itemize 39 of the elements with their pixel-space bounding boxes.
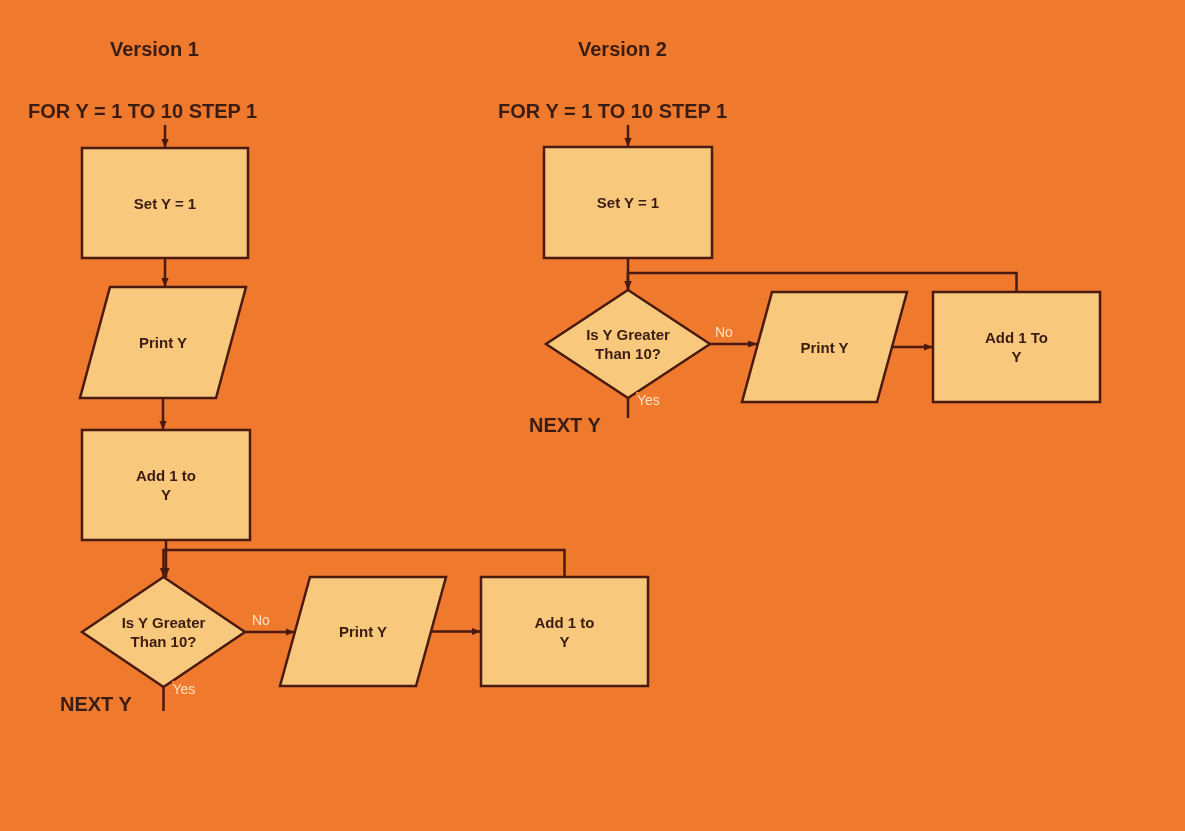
arrow [245, 628, 295, 636]
process-box [481, 577, 648, 686]
edge-label: Yes [636, 392, 661, 408]
arrow [892, 343, 933, 351]
node-text: Add 1 to Y [533, 612, 596, 651]
node-text: Is Y Greater Than 10? [585, 325, 671, 363]
output-parallelogram [742, 292, 907, 402]
arrow [431, 627, 481, 636]
node-text: Set Y = 1 [133, 193, 197, 213]
process-box [82, 430, 250, 540]
arrow [161, 258, 169, 287]
process-box [544, 147, 712, 258]
node-text: Add 1 to Y [135, 466, 197, 504]
loop-statement: FOR Y = 1 TO 10 STEP 1 [28, 99, 328, 123]
arrow [624, 271, 1018, 292]
output-parallelogram [80, 287, 246, 398]
section-heading: Version 1 [110, 38, 199, 61]
arrow [159, 398, 167, 430]
node-text: Print Y [800, 337, 849, 357]
node-text: Set Y = 1 [596, 193, 660, 212]
arrow [710, 340, 757, 348]
output-parallelogram [280, 577, 446, 686]
node-text: Print Y [138, 333, 188, 352]
loop-statement: FOR Y = 1 TO 10 STEP 1 [498, 99, 798, 123]
edge-label: No [714, 324, 734, 340]
edge-label: No [251, 612, 271, 628]
section-heading: Version 2 [578, 38, 667, 61]
arrow [624, 125, 632, 147]
node-text: Is Y Greater Than 10? [120, 613, 207, 651]
arrow [159, 548, 566, 577]
exit-statement: NEXT Y [60, 693, 132, 716]
node-text: Add 1 To Y [983, 328, 1049, 366]
process-box [82, 148, 248, 258]
arrow [161, 125, 169, 148]
arrow [162, 540, 170, 577]
node-text: Print Y [338, 622, 388, 641]
exit-statement: NEXT Y [529, 414, 601, 437]
process-box [933, 292, 1100, 402]
edge-label: Yes [171, 681, 197, 697]
